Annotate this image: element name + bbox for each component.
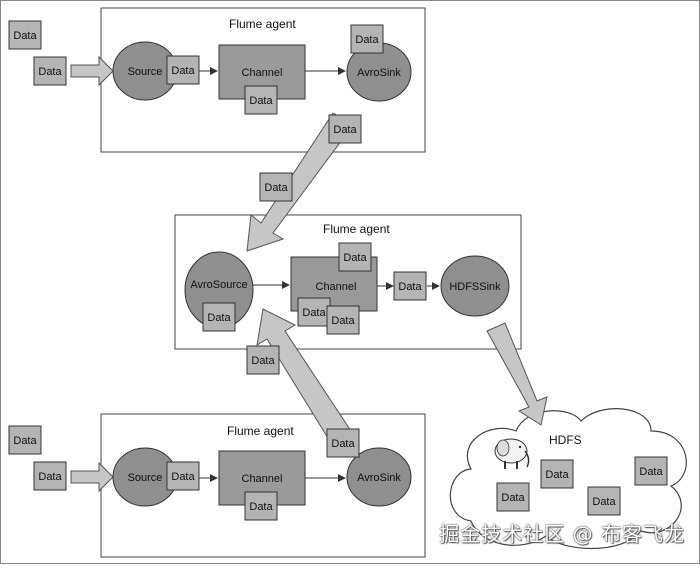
sink-label-middle: HDFSSink [449,281,501,293]
data-packet-label: Data [343,252,367,264]
data-packet-label: Data [264,182,288,194]
hdfs-label: HDFS [549,433,582,447]
data-packet-box [393,271,427,301]
data-packet-label: Data [13,30,37,42]
data-packet-label: Data [38,471,62,483]
data-packet: Data [244,491,278,521]
sink-label-bottom: AvroSink [357,472,401,484]
data-packet: Data [246,345,280,375]
data-packet-box [166,55,200,85]
data-packet-label: Data [171,471,195,483]
data-packet-label: Data [398,281,422,293]
channel-label-bottom: Channel [242,473,283,485]
source-label-top: Source [128,66,163,78]
data-packet-label: Data [251,355,275,367]
data-packet: Data [33,461,67,491]
data-packet-label: Data [545,469,569,481]
watermark: 掘金技术社区 @ 布客飞龙 [439,522,685,546]
data-packet-box [202,302,236,332]
data-packet: Data [326,428,360,458]
data-packet: Data [166,55,200,85]
data-packet-box [326,428,360,458]
agent-title-middle: Flume agent [323,222,390,236]
data-packet-box [166,461,200,491]
data-packet-label: Data [302,307,326,319]
input-arrow-top [70,55,114,87]
data-packet-box [8,20,42,50]
data-packet-box [33,56,67,86]
data-packet-box [496,482,530,512]
data-packet: Data [338,242,372,272]
channel-label-top: Channel [242,67,283,79]
data-packet: Data [587,486,621,516]
sink-node-middle [440,255,510,317]
channel-label-middle: Channel [316,281,357,293]
data-packet-box [540,459,574,489]
data-packet-box [244,491,278,521]
data-packet: Data [393,271,427,301]
data-packet: Data [326,305,360,335]
data-packet-label: Data [639,466,663,478]
data-packet-label: Data [333,124,357,136]
data-packet-box [350,24,384,54]
agent-box-middle [174,214,522,350]
data-packet: Data [166,461,200,491]
flow-arrow-middle-to-hdfs [486,322,548,426]
data-packet: Data [8,20,42,50]
data-packet-box [246,345,280,375]
data-packet: Data [33,56,67,86]
data-packet: Data [496,482,530,512]
source-label-bottom: Source [128,472,163,484]
data-packet-label: Data [331,315,355,327]
flow-arrow-bottom-to-middle [256,308,352,444]
data-packet: Data [259,172,293,202]
data-packet: Data [328,114,362,144]
data-packet-label: Data [355,34,379,46]
data-packet-box [8,425,42,455]
data-packet-box [326,305,360,335]
data-packet-box [328,114,362,144]
data-packet-label: Data [171,65,195,77]
source-label-middle: AvroSource [190,279,247,291]
data-packet-label: Data [38,66,62,78]
sink-label-top: AvroSink [357,67,401,79]
agent-title-top: Flume agent [229,17,296,31]
data-packet-box [338,242,372,272]
data-packet-box [244,85,278,115]
agent-title-bottom: Flume agent [227,424,294,438]
data-packet-label: Data [13,435,37,447]
data-packet-label: Data [592,496,616,508]
hadoop-elephant-icon [494,438,530,469]
data-packet-box [33,461,67,491]
sink-node-bottom [346,447,412,507]
data-packet: Data [202,302,236,332]
data-packet-label: Data [249,95,273,107]
data-packet-label: Data [207,312,231,324]
data-packet: Data [297,297,331,327]
data-packet-box [587,486,621,516]
data-packet-box [259,172,293,202]
data-packet-label: Data [331,438,355,450]
data-packet: Data [8,425,42,455]
data-packet-label: Data [501,492,525,504]
data-packet-box [634,456,668,486]
input-arrow-bottom [70,461,114,493]
data-packet: Data [244,85,278,115]
data-packet: Data [634,456,668,486]
data-packet: Data [350,24,384,54]
data-packet: Data [540,459,574,489]
data-packet-label: Data [249,501,273,513]
